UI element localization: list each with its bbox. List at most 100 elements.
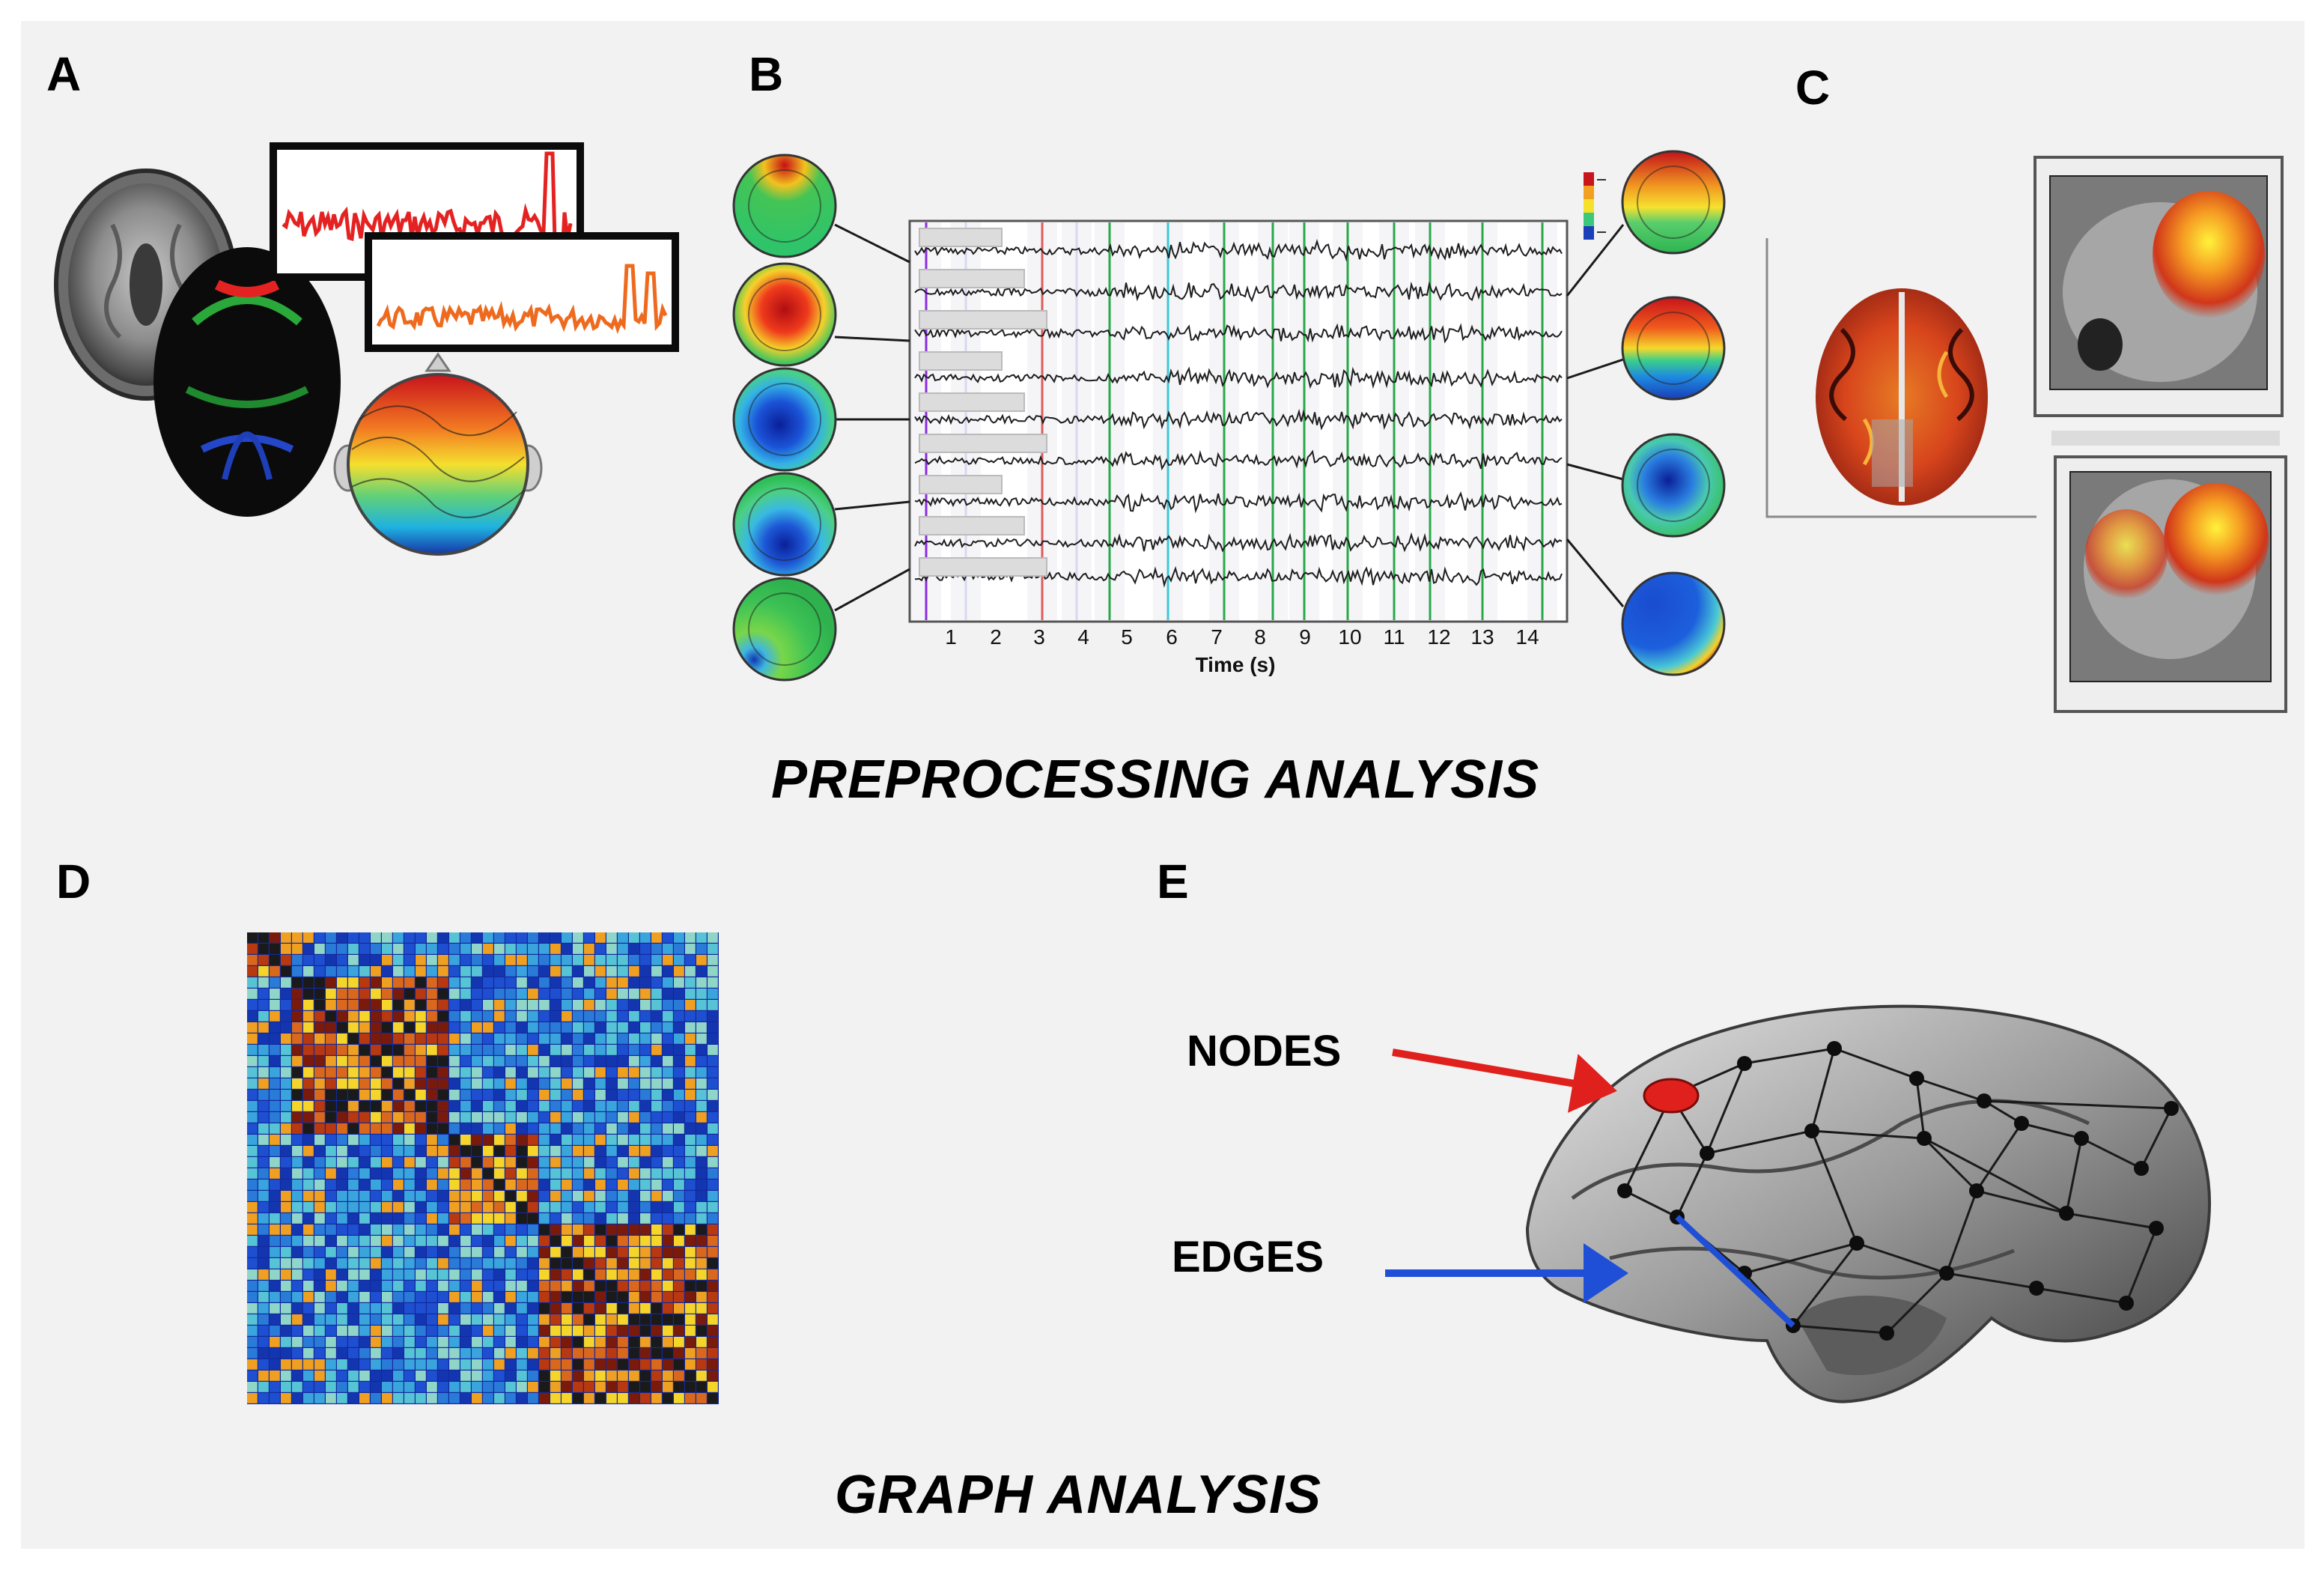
matrix-cell [314,1101,325,1111]
matrix-cell [550,1337,561,1347]
matrix-cell [348,1135,359,1145]
mri-ventricle [130,243,162,326]
matrix-cell [595,1112,606,1123]
matrix-cell [606,977,617,988]
matrix-cell [606,1269,617,1280]
matrix-cell [584,955,594,965]
matrix-cell [449,1258,460,1269]
graph-edge [1916,1077,1985,1102]
matrix-cell [618,977,628,988]
matrix-cell [472,932,482,943]
matrix-cell [539,1224,550,1235]
matrix-cell [393,1247,404,1257]
matrix-cell [472,1056,482,1066]
matrix-cell [696,1191,707,1201]
matrix-cell [685,1281,696,1291]
matrix-cell [393,1168,404,1179]
matrix-cell [472,1022,482,1033]
matrix-cell [460,1303,471,1314]
matrix-cell [640,1157,651,1168]
matrix-cell [292,1314,302,1325]
matrix-cell [359,1011,370,1022]
matrix-cell [595,1090,606,1100]
matrix-cell [550,1034,561,1044]
matrix-cell [427,944,437,954]
matrix-cell [674,1269,684,1280]
matrix-cell [281,1168,291,1179]
matrix-cell [517,1101,527,1111]
matrix-cell [292,1236,302,1246]
matrix-cell [562,989,572,999]
eeg-channel-trace [914,281,1563,303]
matrix-cell [348,1202,359,1213]
matrix-cell [505,1393,516,1403]
matrix-cell [314,1303,325,1314]
matrix-cell [460,1011,471,1022]
matrix-cell [281,1382,291,1392]
matrix-cell [708,1348,718,1359]
matrix-cell [550,1191,561,1201]
matrix-cell [247,1202,258,1213]
matrix-cell [595,1045,606,1055]
channel-label-placeholder [919,516,1025,535]
matrix-cell [472,1146,482,1156]
matrix-cell [584,989,594,999]
matrix-cell [674,1337,684,1347]
matrix-cell [696,1202,707,1213]
matrix-cell [618,1247,628,1257]
matrix-cell [708,1359,718,1370]
matrix-cell [629,1180,639,1190]
matrix-cell [472,1112,482,1123]
matrix-cell [606,1135,617,1145]
matrix-cell [427,1034,437,1044]
matrix-cell [416,1202,426,1213]
matrix-cell [550,1281,561,1291]
channel-label-placeholder [919,269,1025,288]
matrix-cell [562,1157,572,1168]
eeg-channel-trace [914,366,1563,389]
matrix-cell [685,1393,696,1403]
matrix-cell [708,1067,718,1078]
matrix-cell [416,1281,426,1291]
matrix-cell [314,1314,325,1325]
matrix-cell [573,1146,583,1156]
matrix-cell [573,1236,583,1246]
matrix-cell [270,1000,280,1010]
matrix-cell [460,966,471,977]
panel-label-d: D [56,855,91,908]
matrix-cell [449,1180,460,1190]
matrix-cell [505,1034,516,1044]
matrix-cell [573,1348,583,1359]
matrix-cell [348,1146,359,1156]
matrix-cell [416,1236,426,1246]
matrix-cell [674,1078,684,1089]
matrix-cell [651,1045,662,1055]
matrix-cell [270,1123,280,1134]
matrix-cell [247,1258,258,1269]
matrix-cell [595,966,606,977]
matrix-cell [472,1224,482,1235]
matrix-cell [505,966,516,977]
matrix-cell [270,1157,280,1168]
matrix-cell [573,1281,583,1291]
matrix-cell [292,1281,302,1291]
eeg-channel-trace [914,238,1563,262]
matrix-cell [539,1236,550,1246]
matrix-cell [528,1382,538,1392]
matrix-cell [247,1034,258,1044]
matrix-cell [528,1157,538,1168]
matrix-cell [404,1371,415,1381]
matrix-cell [640,1034,651,1044]
matrix-cell [494,1281,505,1291]
matrix-cell [303,1314,314,1325]
matrix-cell [404,932,415,943]
matrix-cell [416,1067,426,1078]
matrix-cell [505,1135,516,1145]
dti-fiber [200,434,294,453]
matrix-cell [663,955,673,965]
matrix-cell [416,1056,426,1066]
matrix-cell [696,1303,707,1314]
matrix-cell [382,1224,392,1235]
matrix-cell [382,1326,392,1336]
